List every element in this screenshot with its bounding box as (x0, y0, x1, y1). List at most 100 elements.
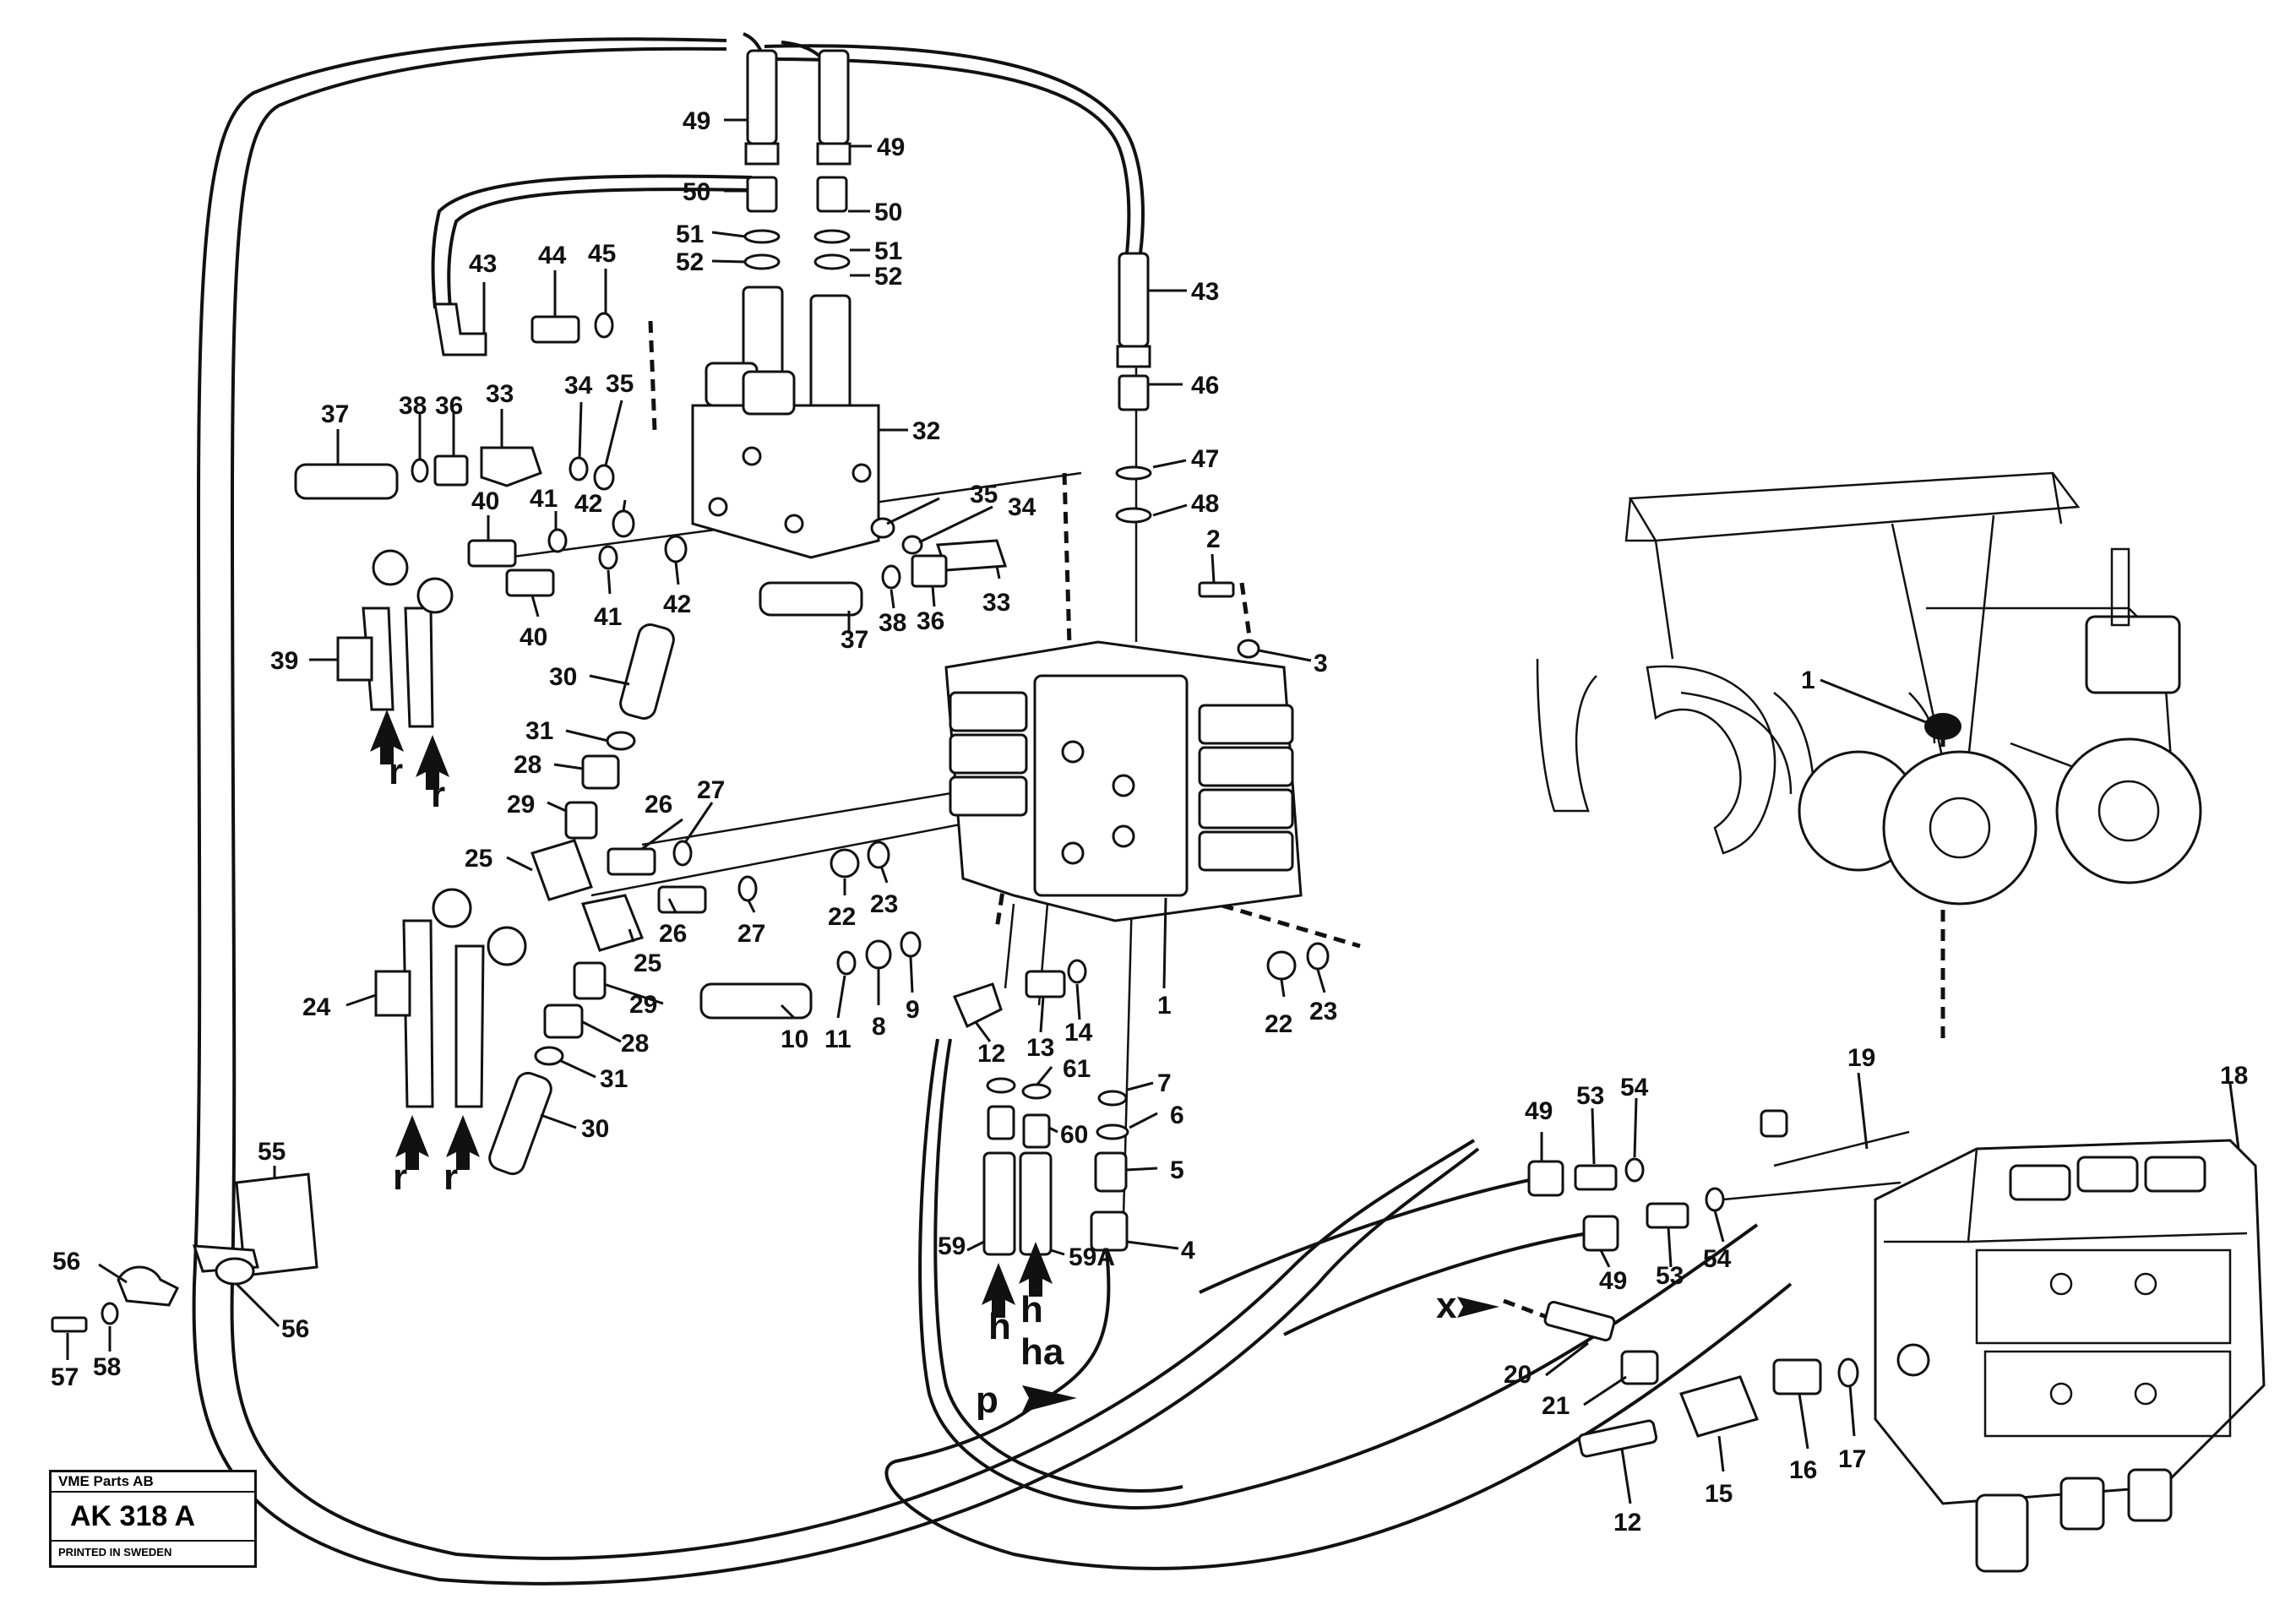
hose-12-a (918, 1038, 1759, 1509)
ring-48 (1115, 507, 1152, 524)
callout-30-b: 30 (581, 1115, 609, 1143)
ring-45 (594, 312, 614, 339)
section-b1 (1198, 704, 1294, 745)
pipe-43-right (1118, 252, 1150, 348)
coupling-37-b (759, 581, 863, 617)
callout-36-a: 36 (435, 392, 463, 420)
hose-20 (1543, 1300, 1616, 1342)
callout-59A: 59A (1069, 1243, 1115, 1271)
solenoid-right (742, 370, 796, 416)
arrow-h2 (1019, 1242, 1053, 1297)
callout-39: 39 (270, 647, 298, 675)
callout-53-b: 53 (1656, 1262, 1684, 1290)
tee-25-a (530, 839, 593, 901)
callout-55: 55 (258, 1138, 286, 1166)
fitting-46 (1118, 374, 1150, 411)
hose-43-left-b (447, 188, 753, 309)
stamp-printed: PRINTED IN SWEDEN (58, 1546, 172, 1558)
arrow-r4 (446, 1115, 480, 1170)
coupling-10 (699, 982, 813, 1020)
callout-24: 24 (302, 993, 331, 1021)
callout-37-b: 37 (841, 626, 868, 654)
nut-28-b (543, 1004, 584, 1039)
callout-41-b: 41 (594, 603, 622, 631)
arrow-r1 (370, 710, 404, 764)
fitting-53-b (1646, 1202, 1689, 1229)
callout-47: 47 (1191, 445, 1219, 473)
callout-23-b: 23 (1309, 998, 1337, 1025)
callout-16: 16 (1789, 1456, 1817, 1484)
nut-36 (433, 454, 469, 487)
fitting-26-a (607, 847, 656, 876)
ring-54-a (1624, 1157, 1645, 1183)
arrow-r2 (416, 735, 449, 790)
callout-35-b: 35 (970, 481, 998, 509)
hose-24-a (402, 919, 434, 1108)
callout-49-c: 49 (1525, 1097, 1553, 1125)
callout-27-b: 27 (737, 920, 765, 948)
fitting-29-a (564, 801, 598, 840)
hose-right-loop-outer (764, 44, 1145, 254)
hose-59A (1019, 1151, 1053, 1256)
fitting-29-b (573, 961, 607, 1000)
plug-22-b (1266, 950, 1297, 981)
hose-12-end (1577, 1419, 1658, 1458)
callout-11: 11 (824, 1025, 851, 1053)
callout-25-a: 25 (465, 845, 492, 873)
tag-24 (374, 970, 411, 1017)
nut-49-right (816, 142, 851, 166)
banjo-24-b (487, 926, 527, 966)
bracket-55 (235, 1172, 318, 1277)
callout-38-b: 38 (879, 609, 906, 637)
fitting-26-b (657, 885, 707, 914)
ring-41-a (547, 528, 568, 553)
section-b3 (1198, 788, 1294, 830)
hose-49-d (1582, 1215, 1619, 1252)
callout-56-b: 56 (281, 1315, 309, 1343)
port-letter-h1: h (988, 1306, 1011, 1347)
port-1-d (1061, 841, 1085, 865)
ring-41-b (598, 545, 618, 570)
callout-2: 2 (1206, 525, 1221, 553)
callout-9: 9 (906, 996, 920, 1024)
callout-42-a: 42 (574, 490, 602, 518)
section-b4 (1198, 830, 1294, 872)
coupling-30-b (488, 1071, 552, 1176)
fitting-60-b (1022, 1113, 1051, 1149)
fitting-53-a (1574, 1164, 1618, 1191)
callout-56-a: 56 (52, 1248, 80, 1276)
port-32-d (851, 463, 872, 483)
callout-22-b: 22 (1265, 1010, 1292, 1038)
callout-26-b: 26 (659, 920, 687, 948)
ring-42-a (612, 509, 635, 538)
hose-right-loop-inner (768, 57, 1131, 254)
valve-block-32 (691, 404, 880, 559)
callout-53-a: 53 (1576, 1082, 1604, 1110)
ring-17 (1837, 1357, 1859, 1388)
callout-32: 32 (912, 417, 940, 445)
ring-31-b (534, 1046, 564, 1066)
ring-52-left (743, 253, 781, 270)
ring-38-b (881, 564, 901, 590)
nut-49-left (744, 142, 780, 166)
callout-34-b: 34 (1008, 493, 1036, 521)
callout-3: 3 (1314, 650, 1328, 677)
callout-29-a: 29 (507, 791, 535, 819)
callout-46: 46 (1191, 372, 1219, 400)
clamp-56-b-ring (215, 1257, 255, 1286)
core-1 (1033, 674, 1189, 897)
port-letter-p: p (976, 1379, 998, 1421)
fitting-60-a (987, 1105, 1015, 1140)
callout-52-a: 52 (676, 248, 704, 276)
fitting-16 (1772, 1358, 1822, 1395)
tee-15 (1678, 1375, 1760, 1438)
coupling-37 (294, 463, 399, 500)
callout-25-b: 25 (634, 949, 661, 977)
hose-24-b (454, 944, 485, 1108)
callout-43-b: 43 (1191, 278, 1219, 306)
ring-38 (411, 458, 429, 483)
elbow-33-b (935, 539, 1008, 572)
pipe-49-right (818, 49, 850, 145)
ring-61-b (1021, 1083, 1052, 1100)
arrow-r3 (395, 1115, 429, 1170)
